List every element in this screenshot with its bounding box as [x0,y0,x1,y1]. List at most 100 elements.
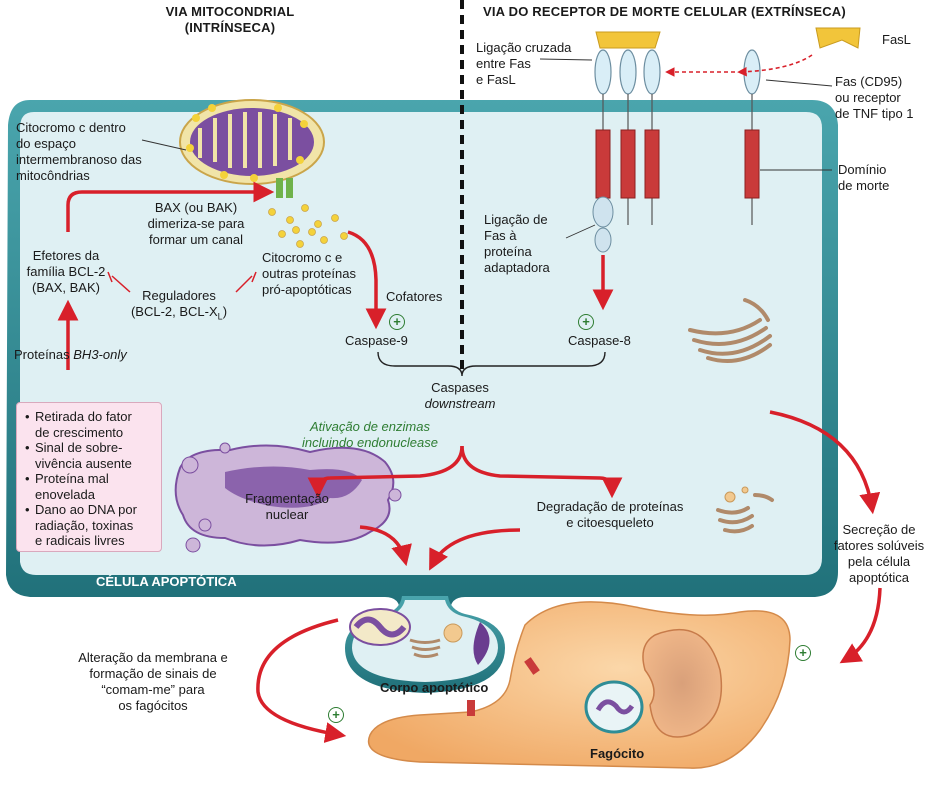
trigger-item: Sinal de sobre-vivência ausente [25,440,155,471]
label-membrane-alteration: Alteração da membrana e formação de sina… [58,650,248,714]
text-line: e FasL [476,72,516,87]
text-line: família BCL-2 [26,264,106,279]
text-line: de TNF tipo 1 [835,106,914,121]
text-line: BAX (ou BAK) [154,200,238,215]
label-fas-adaptor: Ligação de Fas à proteína adaptadora [484,212,574,276]
inhibition-marks [107,271,257,293]
phagocyte-cell [367,601,791,769]
label-enzyme-activation: Ativação de enzimas incluindo endonuclea… [280,419,460,451]
text-line: radiação, toxinas [35,517,134,533]
text-line: Degradação de proteínas [536,499,684,514]
text-line: adaptadora [484,260,550,275]
text-line: Dano ao DNA por [35,502,137,517]
text-line: de morte [838,178,890,193]
plus-icon: + [389,314,405,330]
text-line: (BCL-2, BCL-XL) [114,304,244,325]
label-bh3-proteins: Proteínas BH3-only [14,347,127,363]
text-line: outras proteínas [262,266,356,281]
plus-icon: + [578,314,594,330]
vesicles [724,486,749,503]
text-line: Reguladores [142,288,216,303]
text-line: Efetores da [32,248,100,263]
text-line: mitocôndrias [16,168,90,183]
fasl-binding-arrow [737,54,813,77]
text-line: Citocromo c e [262,250,343,265]
text-line-italic: downstream [424,396,496,411]
text-line: Caspases [431,380,489,395]
text-span: Proteínas [14,347,74,362]
label-death-domain: Domínio de morte [838,162,928,194]
organelles [688,298,774,534]
text-line: de crescimento [35,424,124,440]
text-line: entre Fas [476,56,531,71]
label-effectors: Efetores da família BCL-2 (BAX, BAK) [10,248,122,296]
label-apoptotic-cell: CÉLULA APOPTÓTICA [96,574,237,589]
text-line: Fas à [484,228,517,243]
cytochrome-c-dots [268,204,348,248]
text-line: Fragmentação [245,491,329,506]
text-line: os fagócitos [118,698,188,713]
label-regulators: Reguladores (BCL-2, BCL-XL) [114,288,244,325]
text-line: incluindo endonuclease [302,435,438,450]
label-cytochrome-released: Citocromo c e outras proteínas pró-apopt… [262,250,382,298]
text-line: apoptótica [849,570,909,585]
header-intrinsic-line2: (INTRÍNSECA) [184,20,276,35]
label-bax-channel: BAX (ou BAK) dimeriza-se para formar um … [126,200,266,248]
text-line: Domínio [838,162,887,177]
text-line: enovelada [35,486,95,502]
text-line: formar um canal [149,232,243,247]
text-span: ) [222,304,228,319]
text-line: dimeriza-se para [147,216,245,231]
text-line: Ligação de [484,212,548,227]
fasl-ligand [595,27,861,49]
text-line: (BAX, BAK) [32,280,100,295]
caspase-brace [377,351,606,377]
text-line: Fas (CD95) [835,74,903,89]
text-line: Alteração da membrana e [78,650,228,665]
text-line: ou receptor [835,90,901,105]
label-fasl: FasL [882,32,911,47]
text-line: Proteína mal [35,471,109,486]
header-extrinsic: VIA DO RECEPTOR DE MORTE CELULAR (EXTRÍN… [483,4,846,19]
subscript: L [217,311,223,322]
text-span-italic: BH3-only [73,347,127,362]
text-line: Retirada do fator [35,409,132,424]
label-caspase9: Caspase-9 [345,333,408,348]
text-line: Ativação de enzimas [310,419,430,434]
apoptotic-body [345,596,505,693]
mitochondrion [179,99,325,198]
header-intrinsic: VIA MITOCONDRIAL (INTRÍNSECA) [140,4,320,36]
text-line: e citoesqueleto [566,515,654,530]
text-line: pró-apoptóticas [262,282,352,297]
label-nuclear-fragmentation: Fragmentação nuclear [232,491,342,523]
text-line: Ligação cruzada [476,40,572,55]
label-protein-degradation: Degradação de proteínas e citoesqueleto [520,499,700,531]
text-line: formação de sinais de [89,666,217,681]
text-line: intermembranoso das [16,152,142,167]
text-line: Citocromo c dentro [16,120,126,135]
label-apoptotic-body: Corpo apoptótico [380,680,489,695]
plus-icon: + [328,707,344,723]
header-intrinsic-line1: VIA MITOCONDRIAL [165,4,295,19]
text-line: proteína [484,244,532,259]
text-span: (BCL-2, BCL-X [130,304,218,319]
label-fas-crosslink: Ligação cruzada entre Fas e FasL [476,40,586,88]
text-line: Secreção de [842,522,916,537]
pathway-arrows [57,181,882,743]
label-fas-receptor: Fas (CD95) ou receptor de TNF tipo 1 [835,74,939,122]
label-caspase8: Caspase-8 [568,333,631,348]
leader-lines [141,58,833,239]
text-line: fatores solúveis [833,538,925,553]
label-cytochrome-in-mito: Citocromo c dentro do espaço intermembra… [16,120,186,184]
text-line: vivência ausente [35,455,132,471]
text-line: Sinal de sobre- [35,440,123,455]
label-phagocyte: Fagócito [590,746,645,761]
text-line: e radicais livres [35,533,125,548]
label-cofactors: Cofatores [386,289,443,304]
text-line: do espaço [16,136,76,151]
